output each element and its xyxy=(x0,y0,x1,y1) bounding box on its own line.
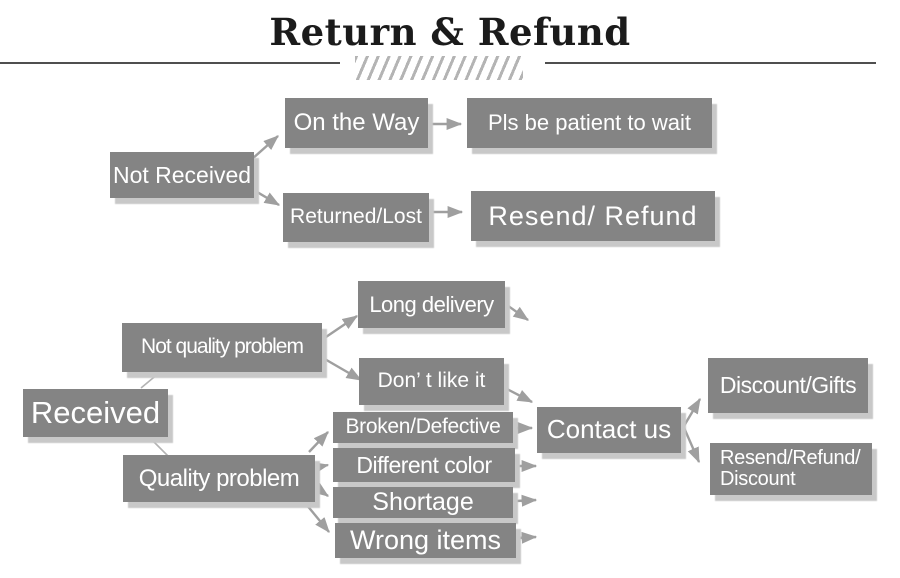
node-quality-problem: Quality problem xyxy=(123,455,315,502)
node-label: Contact us xyxy=(546,414,672,445)
node-received: Received xyxy=(23,389,168,437)
node-on-the-way: On the Way xyxy=(285,98,428,148)
node-returned-lost: Returned/Lost xyxy=(283,193,429,242)
node-dont-like-it: Don’ t like it xyxy=(359,358,504,405)
node-label: Not Received xyxy=(112,161,252,188)
node-label-line1: Resend/Refund/ xyxy=(720,447,861,469)
arrow-not-quality-to-long-delivery xyxy=(322,315,358,340)
node-broken-defective: Broken/Defective xyxy=(333,412,513,443)
node-label: Wrong items xyxy=(349,525,502,556)
arrow-not-received-to-returned-lost xyxy=(251,187,281,207)
node-label: Resend/ Refund xyxy=(488,200,698,231)
node-label: Received xyxy=(30,394,161,430)
title-rule-left xyxy=(0,62,340,64)
node-shortage: Shortage xyxy=(333,487,513,518)
node-contact-us: Contact us xyxy=(537,407,681,453)
node-label: Don’ t like it xyxy=(377,369,486,393)
arrow-quality-to-different-color xyxy=(312,462,330,474)
arrow-not-received-to-on-the-way xyxy=(251,135,279,160)
node-label: Different color xyxy=(356,451,492,478)
hatch-marks xyxy=(355,56,523,80)
node-pls-be-patient: Pls be patient to wait xyxy=(467,98,712,148)
node-label: On the Way xyxy=(293,109,420,137)
arrow-wrong-items-out xyxy=(516,531,538,544)
node-resend-refund: Resend/ Refund xyxy=(471,191,715,241)
node-label: Discount/Gifts xyxy=(719,372,857,399)
arrow-dont-like-to-contact-us xyxy=(504,386,534,404)
node-not-received: Not Received xyxy=(110,152,254,198)
node-label: Long delivery xyxy=(369,291,494,317)
line-received-to-quality xyxy=(149,437,169,457)
node-wrong-items: Wrong items xyxy=(335,523,516,558)
node-label: Broken/Defective xyxy=(345,415,501,439)
arrow-not-quality-to-dont-like xyxy=(322,356,363,382)
node-label: Quality problem xyxy=(138,464,300,492)
line-received-to-not-quality xyxy=(140,372,160,389)
arrow-contact-us-to-discount-gifts xyxy=(676,397,702,437)
node-label: Pls be patient to wait xyxy=(487,110,691,136)
node-label: Not quality problem xyxy=(141,335,304,359)
node-label-line2: Discount xyxy=(720,468,796,490)
page-title: Return & Refund xyxy=(269,10,631,54)
node-label: Shortage xyxy=(372,488,474,517)
arrow-shortage-out xyxy=(515,494,538,507)
arrow-contact-us-to-resend-refund-discount xyxy=(676,413,701,464)
arrow-long-delivery-out xyxy=(503,302,529,321)
arrow-quality-to-shortage xyxy=(312,482,329,497)
arrow-quality-to-broken xyxy=(308,431,329,453)
node-not-quality-problem: Not quality problem xyxy=(122,323,322,372)
node-discount-gifts: Discount/Gifts xyxy=(708,358,868,413)
node-resend-refund-discount: Resend/Refund/ Discount xyxy=(710,443,872,495)
node-long-delivery: Long delivery xyxy=(358,281,505,328)
node-different-color: Different color xyxy=(333,448,515,482)
arrow-quality-to-wrong-items xyxy=(305,503,330,533)
title-rule-right xyxy=(545,62,876,64)
node-label: Returned/Lost xyxy=(290,205,422,229)
